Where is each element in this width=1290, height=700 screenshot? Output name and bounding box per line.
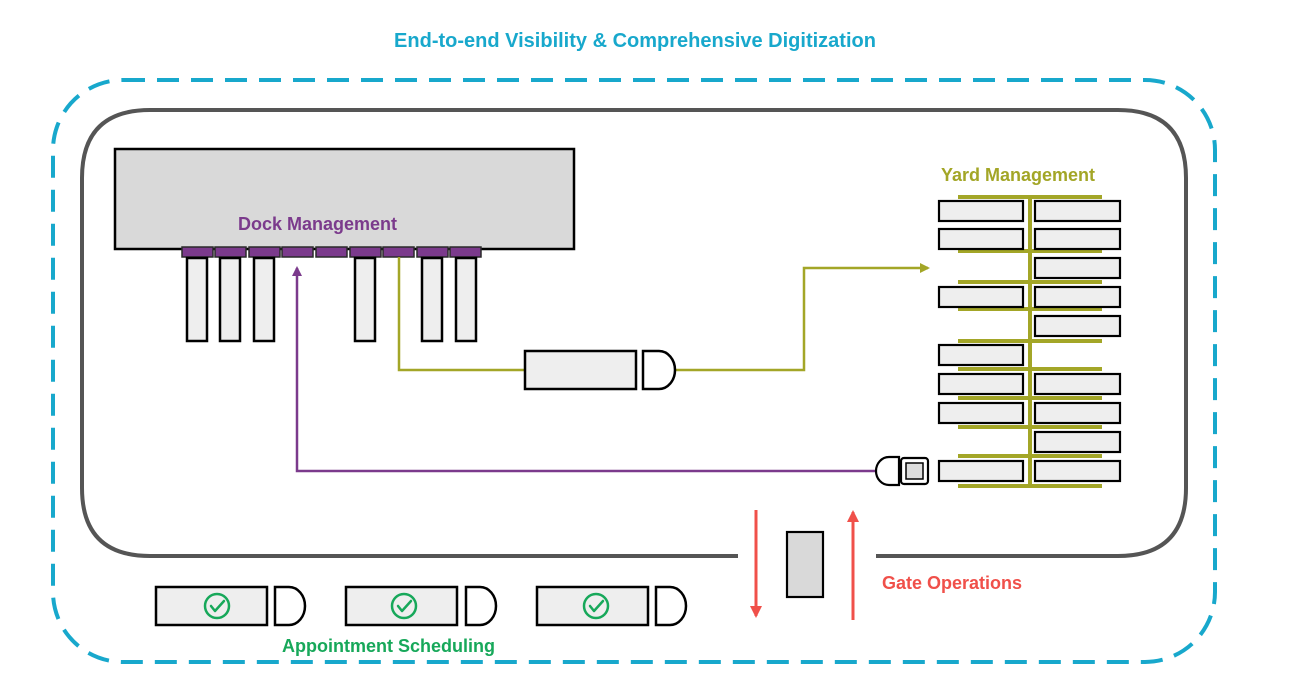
yard-slot[interactable]: [937, 199, 1025, 223]
trailer-icon: [344, 585, 459, 627]
yard-slot[interactable]: [1033, 285, 1122, 309]
yard-slot[interactable]: [1033, 401, 1122, 425]
docked-trailer[interactable]: [252, 256, 276, 343]
check-circle-icon: [203, 592, 231, 620]
warehouse-building: [113, 147, 576, 251]
tractor-icon: [641, 349, 677, 391]
appointment-trucks: [154, 585, 688, 627]
check-circle-icon: [390, 592, 418, 620]
yard-slots: [937, 199, 1122, 483]
dock-door[interactable]: [449, 246, 482, 258]
yard-slot[interactable]: [937, 372, 1025, 396]
yard-to-dock-flow: [292, 266, 876, 473]
truck-in-transit[interactable]: [523, 349, 677, 391]
tractor-icon: [654, 585, 688, 627]
gate-booth[interactable]: [785, 530, 825, 599]
visibility-boundary: [51, 78, 1217, 664]
diagram-title: End-to-end Visibility & Comprehensive Di…: [394, 30, 876, 52]
scheduled-truck[interactable]: [344, 585, 498, 627]
yard-grid: [958, 195, 1102, 488]
dock-door[interactable]: [382, 246, 415, 258]
facility-perimeter: [80, 108, 1188, 558]
docked-trailer[interactable]: [353, 256, 377, 343]
dock-door[interactable]: [315, 246, 348, 258]
yard-slot[interactable]: [1033, 314, 1122, 338]
scheduled-truck[interactable]: [154, 585, 307, 627]
yard-management-label: Yard Management: [941, 165, 1096, 185]
dock-door[interactable]: [416, 246, 449, 258]
trailer-icon: [523, 349, 638, 391]
docked-trailer[interactable]: [420, 256, 444, 343]
yard-tractor[interactable]: [874, 455, 930, 487]
yard-slot[interactable]: [937, 227, 1025, 251]
tractor-icon: [464, 585, 498, 627]
truck-to-yard-flow: [676, 263, 930, 372]
dock-door[interactable]: [214, 246, 247, 258]
gate-operations: [750, 510, 859, 620]
yard-slot[interactable]: [937, 459, 1025, 483]
yard-slot[interactable]: [937, 285, 1025, 309]
yard-slot[interactable]: [1033, 430, 1122, 454]
dock-door[interactable]: [181, 246, 214, 258]
yard-slot[interactable]: [937, 343, 1025, 367]
appointment-scheduling-label: Appointment Scheduling: [282, 636, 495, 656]
yard-slot[interactable]: [1033, 199, 1122, 223]
docked-trailer[interactable]: [218, 256, 242, 343]
tractor-icon: [273, 585, 307, 627]
dock-door[interactable]: [281, 246, 314, 258]
trailer-icon: [535, 585, 650, 627]
yard-slot[interactable]: [1033, 227, 1122, 251]
dock-management-label: Dock Management: [238, 214, 398, 234]
dock-doors: [181, 246, 482, 258]
dock-door[interactable]: [349, 246, 382, 258]
scheduled-truck[interactable]: [535, 585, 688, 627]
dock-to-yard-flow: [397, 257, 525, 372]
tractor-icon: [874, 455, 901, 487]
yard-slot[interactable]: [1033, 256, 1122, 280]
gate-operations-label: Gate Operations: [882, 573, 1023, 593]
dock-door[interactable]: [248, 246, 281, 258]
check-circle-icon: [582, 592, 610, 620]
docked-trailers: [185, 256, 478, 343]
yard-slot[interactable]: [937, 401, 1025, 425]
docked-trailer[interactable]: [454, 256, 478, 343]
yard-slot[interactable]: [1033, 372, 1122, 396]
yard-slot[interactable]: [1033, 459, 1122, 483]
docked-trailer[interactable]: [185, 256, 209, 343]
